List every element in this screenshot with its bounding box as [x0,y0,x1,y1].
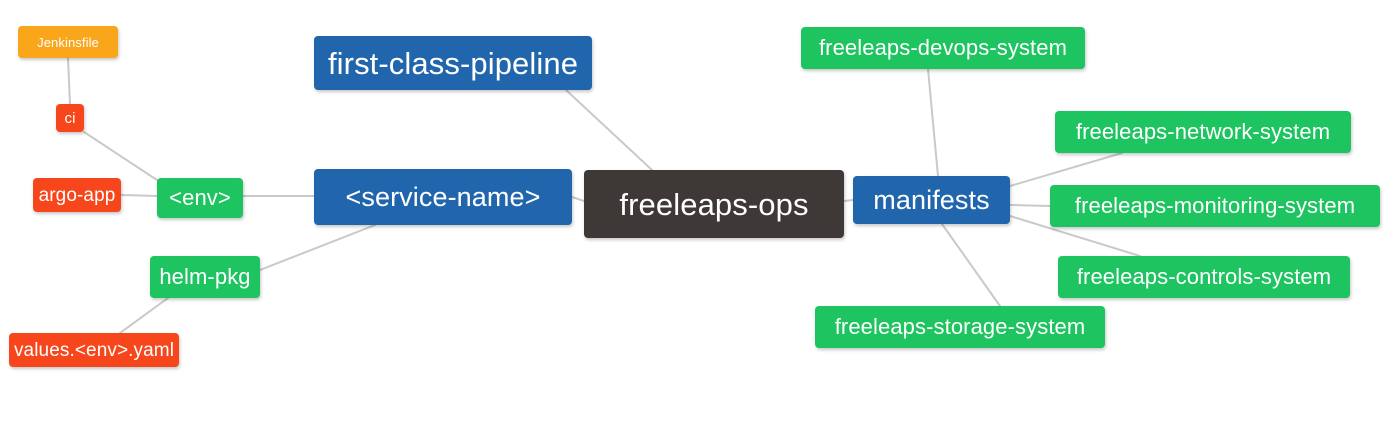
mindmap-edge-manifests-to-freeleaps-devops-system [927,68,939,177]
mindmap-edge-first-class-pipeline-to-freeleaps-ops [565,89,653,171]
mindmap-root-node[interactable]: freeleaps-ops [584,170,844,238]
mindmap-edge-jenkinsfile-to-ci [67,57,71,105]
mindmap-edge-manifests-to-freeleaps-monitoring-system [1009,204,1051,207]
mindmap-node-first-class-pipeline[interactable]: first-class-pipeline [314,36,592,90]
mindmap-node-env[interactable]: <env> [157,178,243,218]
mindmap-node-service-name[interactable]: <service-name> [314,169,572,225]
mindmap-node-freeleaps-controls-system[interactable]: freeleaps-controls-system [1058,256,1350,298]
mindmap-edge-service-name-to-helm-pkg [259,224,376,271]
mindmap-edge-manifests-to-freeleaps-storage-system [941,223,1001,307]
mindmap-node-argo-app[interactable]: argo-app [33,178,121,212]
mindmap-node-freeleaps-monitoring-system[interactable]: freeleaps-monitoring-system [1050,185,1380,227]
mindmap-node-jenkinsfile[interactable]: Jenkinsfile [18,26,118,58]
mindmap-edge-manifests-to-freeleaps-network-system [1009,152,1123,187]
mindmap-node-manifests[interactable]: manifests [853,176,1010,224]
mindmap-edge-ci-to-env [83,131,161,183]
mindmap-edge-argo-app-to-env [120,194,158,197]
mindmap-edge-service-name-to-freeleaps-ops [571,196,585,202]
mindmap-edge-helm-pkg-to-values-yaml [119,297,169,334]
mindmap-edge-freeleaps-ops-to-manifests [843,199,854,202]
mindmap-node-ci[interactable]: ci [56,104,84,132]
mindmap-node-freeleaps-storage-system[interactable]: freeleaps-storage-system [815,306,1105,348]
mindmap-node-helm-pkg[interactable]: helm-pkg [150,256,260,298]
mindmap-node-freeleaps-network-system[interactable]: freeleaps-network-system [1055,111,1351,153]
mindmap-node-freeleaps-devops-system[interactable]: freeleaps-devops-system [801,27,1085,69]
mindmap-node-values-yaml[interactable]: values.<env>.yaml [9,333,179,367]
